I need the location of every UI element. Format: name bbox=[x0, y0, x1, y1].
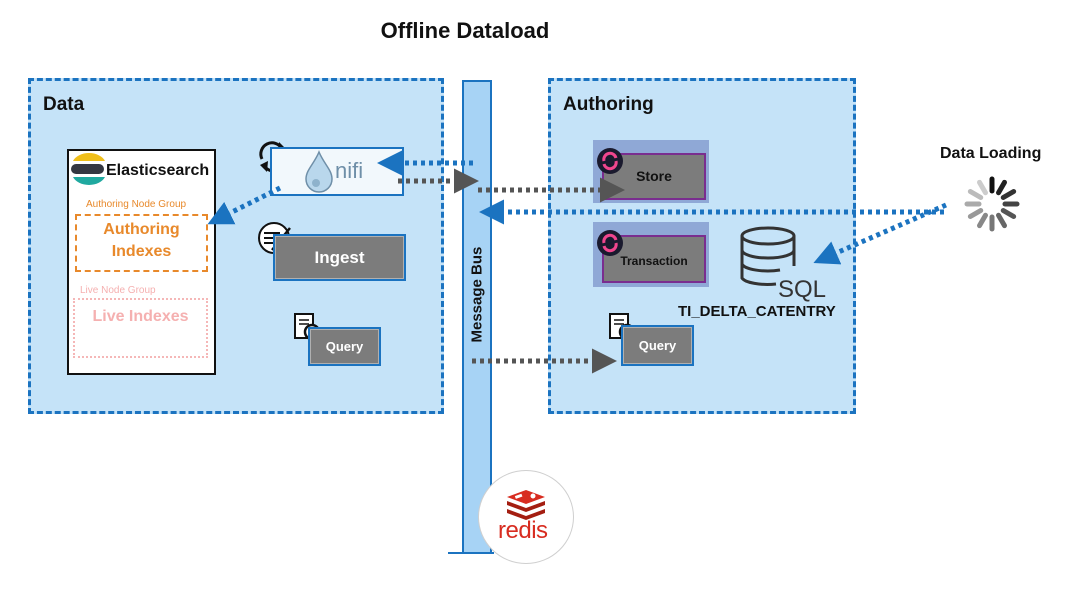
live-node-group-label: Live Node Group bbox=[80, 285, 156, 296]
authoring-query-button[interactable]: Query bbox=[621, 325, 694, 366]
arrow-nifi-to-authoring-indexes bbox=[207, 185, 282, 225]
live-indexes[interactable]: Live Indexes bbox=[73, 298, 208, 358]
store-button[interactable]: Store bbox=[602, 153, 706, 200]
authoring-node-group-label: Authoring Node Group bbox=[86, 199, 187, 210]
redis-cube-icon bbox=[507, 490, 545, 520]
store-logo-icon bbox=[597, 148, 623, 174]
loading-spinner-icon bbox=[964, 176, 1020, 232]
authoring-panel-label: Authoring bbox=[563, 94, 654, 115]
data-panel-label: Data bbox=[43, 94, 85, 115]
sql-database-icon bbox=[740, 226, 796, 286]
elasticsearch-logo-icon bbox=[71, 153, 105, 185]
authoring-indexes-line1: Authoring bbox=[103, 221, 180, 238]
table-name-label: TI_DELTA_CATENTRY bbox=[678, 303, 836, 320]
nifi-drop-icon bbox=[305, 150, 333, 193]
transaction-logo-icon bbox=[597, 230, 623, 256]
authoring-indexes[interactable]: Authoring Indexes bbox=[75, 214, 208, 272]
data-loading-label: Data Loading bbox=[940, 145, 1042, 162]
page-title: Offline Dataload bbox=[380, 18, 550, 43]
data-query-button[interactable]: Query bbox=[308, 327, 381, 366]
message-bus-baseline bbox=[448, 552, 494, 554]
authoring-indexes-line2: Indexes bbox=[111, 243, 172, 260]
nifi-label: nifi bbox=[335, 158, 364, 183]
message-bus bbox=[462, 80, 492, 554]
ingest-button[interactable]: Ingest bbox=[273, 234, 406, 281]
elasticsearch-label: Elasticsearch bbox=[106, 162, 210, 179]
redis-label: redis bbox=[498, 517, 548, 544]
sql-label: SQL bbox=[778, 276, 827, 303]
